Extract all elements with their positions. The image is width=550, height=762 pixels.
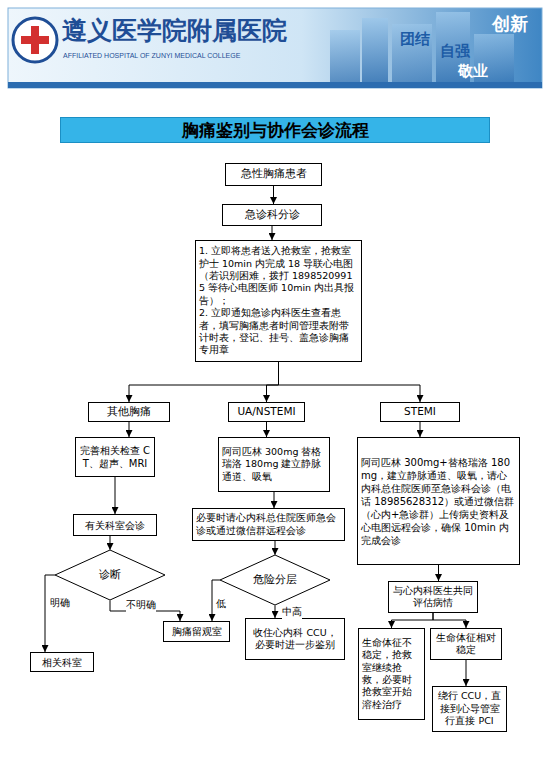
process-box: 必要时请心内科总住院医师急会诊或通过微信群远程会诊 [192, 508, 345, 541]
process-box: 阿司匹林 300mg+替格瑞洛 180mg，建立静脉通道、吸氧，请心内科总住院医… [357, 437, 520, 565]
node-text: 2. 立即通知急诊内科医生查看患者，填写胸痛患者时间管理表附带计时表，登记、挂号… [199, 307, 358, 356]
node-text: UA/NSTEMI [237, 405, 295, 419]
diamond-shape [55, 550, 165, 600]
flow-arrow [279, 362, 421, 402]
hospital-logo [13, 18, 57, 62]
hospital-english-name: AFFILIATED HOSPITAL OF ZUNYI MEDICAL COL… [63, 52, 240, 59]
flow-arrow [129, 362, 279, 402]
flow-arrow [267, 362, 279, 402]
slogan-word: 敬业 [458, 62, 488, 81]
flow-arrow [392, 613, 434, 628]
flow-arrow [115, 477, 116, 514]
process-box: 完善相关检查 CT、超声、MRI [75, 437, 155, 477]
process-box: 收住心内科 CCU，必要时进一步鉴别 [245, 618, 345, 660]
node-text: 危险分层 [253, 573, 297, 587]
node-text: 生命体征不稳定，抢救室继续抢救，必要时抢救室开始溶栓治疗 [362, 637, 421, 711]
hospital-name: 遵义医学院附属医院 [62, 14, 287, 47]
node-text: 与心内科医生共同评估病情 [392, 585, 474, 610]
flow-arrow [45, 575, 55, 652]
edge-label: 不明确 [126, 598, 156, 612]
decision-diamond: 诊断 [55, 550, 165, 600]
edge-label: 明确 [50, 596, 70, 610]
node-text: 其他胸痛 [107, 405, 151, 419]
node-text: 必要时请心内科总住院医师急会诊或通过微信群远程会诊 [196, 512, 341, 537]
process-box: 急诊科分诊 [222, 204, 322, 226]
node-text: 有关科室会诊 [85, 519, 145, 532]
process-box: 1. 立即将患者送入抢救室，抢救室护士 10min 内完成 18 导联心电图（若… [195, 240, 362, 362]
flow-arrow [266, 422, 267, 437]
node-text: 1. 立即将患者送入抢救室，抢救室护士 10min 内完成 18 导联心电图（若… [199, 245, 358, 307]
process-box: 有关科室会诊 [73, 514, 157, 536]
edge-label: 低 [216, 597, 226, 611]
edge-label: 中高 [282, 605, 302, 619]
node-text: 完善相关检查 CT、超声、MRI [79, 444, 151, 470]
flow-arrow [129, 422, 130, 437]
flow-arrow [466, 660, 467, 686]
flow-arrow [273, 186, 274, 204]
process-box: 绕行 CCU，直接到心导管室行直接 PCI [432, 686, 507, 732]
banner-stripe [8, 82, 542, 88]
node-text: 阿司匹林 300mg+替格瑞洛 180mg，建立静脉通道、吸氧，请心内科总住院医… [361, 456, 516, 547]
node-text: 阿司匹林 300mg 替格瑞洛 180mg 建立静脉通道、吸氧 [222, 446, 326, 483]
slogan-word: 创新 [492, 12, 528, 36]
title-band: 胸痛鉴别与协作会诊流程 [60, 117, 490, 143]
building [330, 30, 360, 82]
building [392, 24, 432, 82]
decision-diamond: 危险分层 [220, 555, 330, 605]
process-box: 生命体征不稳定，抢救室继续抢救，必要时抢救室开始溶栓治疗 [358, 628, 425, 720]
node-text: 胸痛留观室 [172, 625, 222, 638]
slogan-word: 自强 [440, 42, 470, 61]
flow-arrow [420, 422, 421, 437]
slogan-word: 团结 [400, 30, 430, 49]
banner-background [8, 8, 542, 88]
process-box: STEMI [380, 402, 460, 422]
node-text: 急性胸痛患者 [241, 167, 307, 181]
node-text: 绕行 CCU，直接到心导管室行直接 PCI [436, 690, 503, 727]
process-box: 生命体征相对稳定 [430, 628, 502, 660]
building [362, 18, 388, 82]
building-illustration [330, 12, 514, 82]
process-box: 急性胸痛患者 [225, 163, 322, 186]
diamond-shape [220, 555, 330, 605]
node-text: STEMI [404, 405, 436, 419]
node-text: 生命体征相对稳定 [434, 632, 498, 657]
flow-arrow [438, 565, 439, 581]
flow-arrow [272, 226, 273, 240]
flow-arrow [275, 605, 276, 618]
process-box: 与心内科医生共同评估病情 [388, 581, 478, 613]
process-box: UA/NSTEMI [228, 402, 305, 422]
logo-cross [21, 36, 49, 44]
process-box: 相关科室 [30, 652, 94, 672]
process-box: 胸痛留观室 [163, 621, 230, 642]
flow-arrow [110, 536, 111, 550]
node-text: 诊断 [99, 568, 121, 582]
node-text: 相关科室 [42, 656, 82, 669]
process-box: 阿司匹林 300mg 替格瑞洛 180mg 建立静脉通道、吸氧 [218, 437, 330, 492]
node-text: 急诊科分诊 [245, 208, 300, 222]
logo-ring [13, 18, 57, 62]
node-text: 收住心内科 CCU，必要时进一步鉴别 [249, 627, 341, 652]
flow-arrow [274, 492, 275, 508]
flow-arrow [433, 613, 466, 628]
flow-arrow [275, 541, 276, 555]
process-box: 其他胸痛 [88, 402, 170, 422]
